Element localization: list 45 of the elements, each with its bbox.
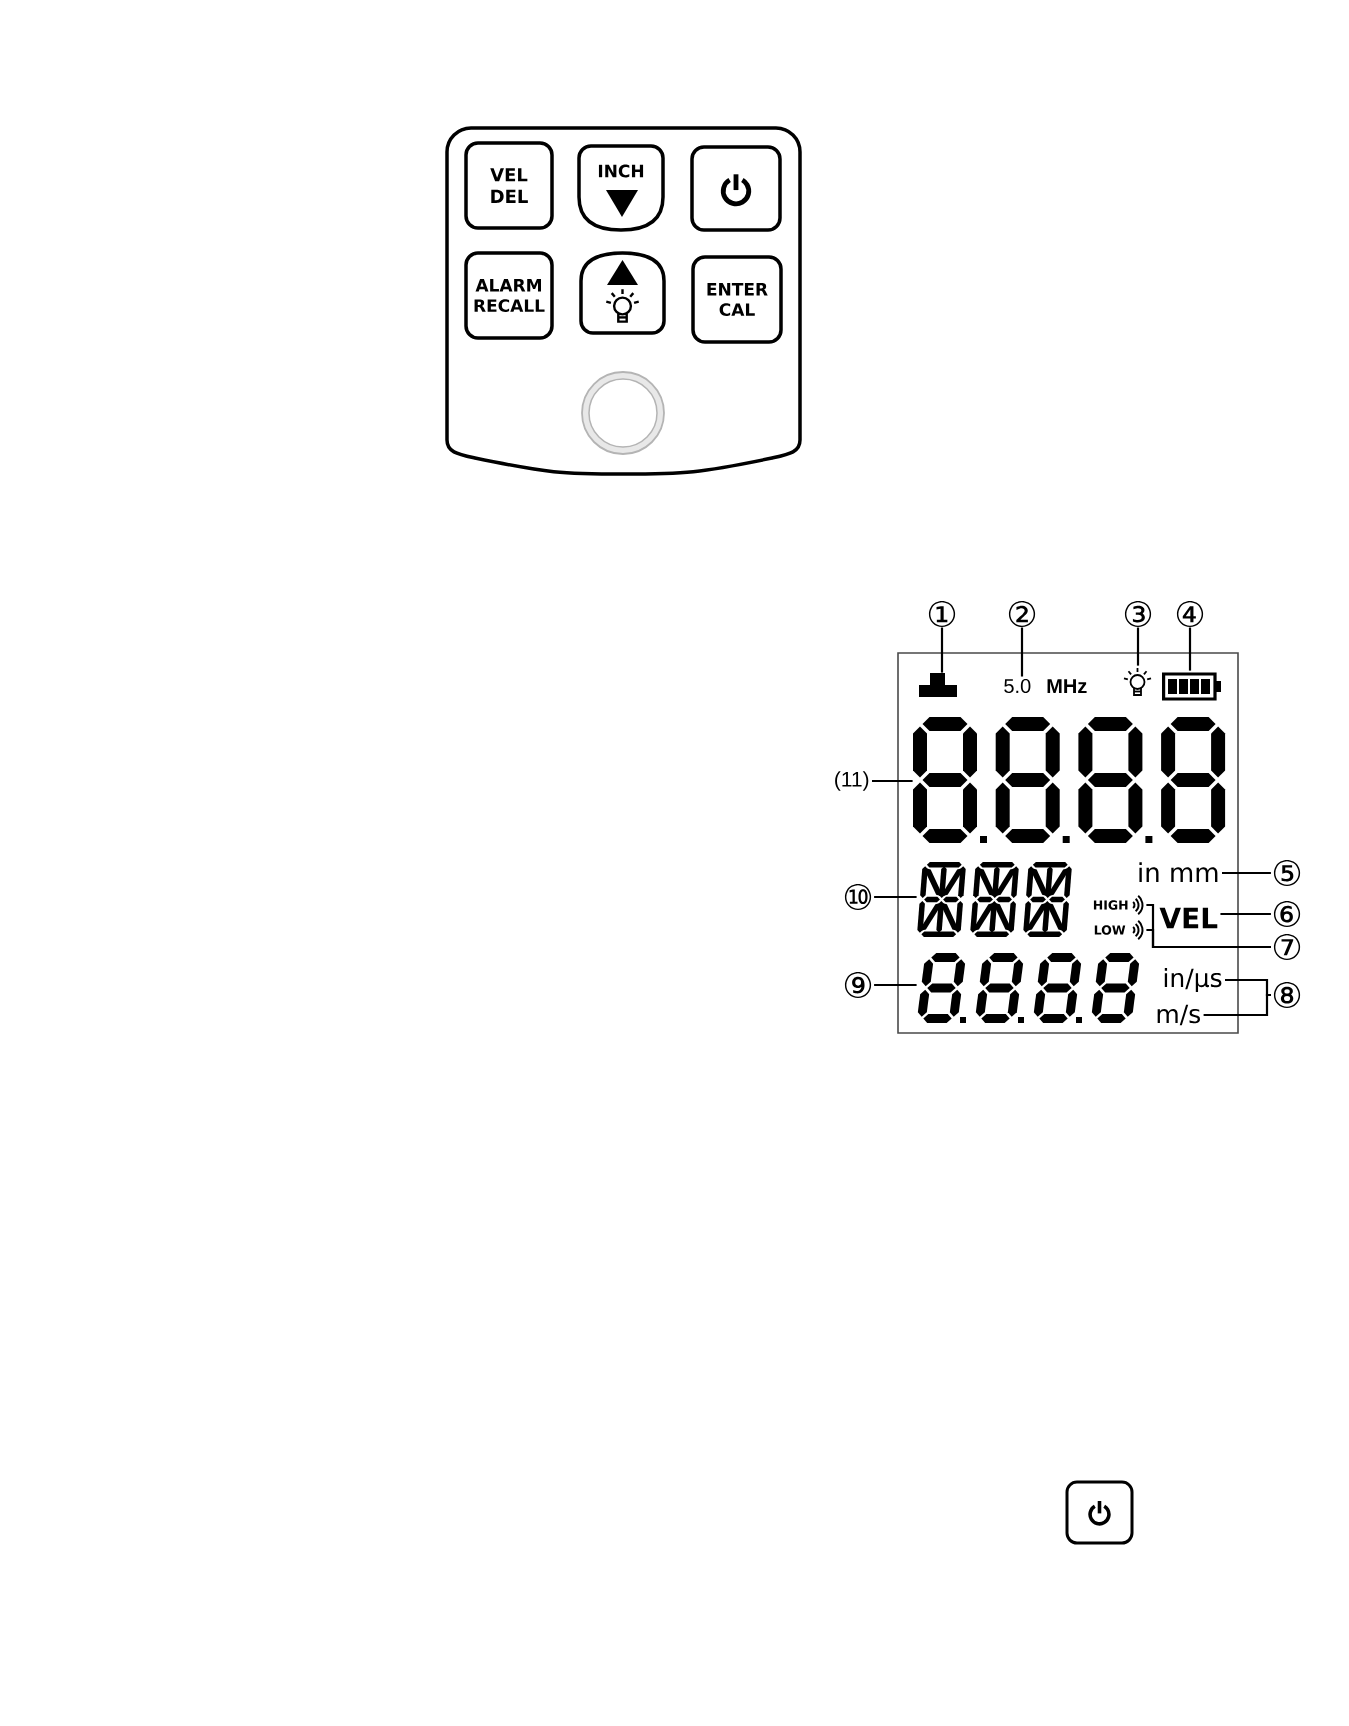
callout-number: ④ — [1176, 600, 1204, 628]
leader-line — [874, 983, 917, 987]
leader-line — [1020, 627, 1024, 677]
round-button — [581, 371, 665, 455]
sound-wave-icon — [1132, 919, 1144, 941]
display-text: LOW — [1094, 925, 1126, 935]
lcd-screen — [897, 652, 1239, 1034]
keypad-panel — [445, 126, 802, 476]
callout-number: ⑦ — [1273, 933, 1301, 961]
leader-line — [1222, 871, 1271, 875]
display-text: VEL — [1159, 907, 1218, 929]
key-button: VEL DEL — [464, 141, 554, 230]
segment-digits — [917, 953, 1140, 1023]
key-button: ALARM RECALL — [464, 251, 554, 340]
bulb-icon — [1123, 667, 1152, 696]
callout-number: ⑩ — [844, 883, 872, 911]
display-text: m/s — [1157, 1004, 1200, 1026]
leader-line — [872, 779, 913, 783]
segment-digits — [913, 717, 1226, 843]
segment-characters — [917, 862, 1072, 937]
display-text: HIGH — [1093, 900, 1128, 910]
display-text: in mm — [1139, 862, 1218, 882]
leader-line — [1225, 978, 1271, 997]
display-text: 5.0 MHz — [1004, 678, 1087, 694]
sound-wave-icon — [1132, 894, 1144, 916]
leader-line — [1146, 928, 1271, 949]
callout-number: ⑨ — [844, 971, 872, 999]
leader-line — [1136, 627, 1140, 666]
callout-number: ① — [928, 600, 956, 628]
callout-number: ⑥ — [1273, 900, 1301, 928]
key-button: INCH — [577, 144, 665, 232]
leader-line — [1220, 912, 1271, 916]
display-text: in/μs — [1164, 967, 1222, 993]
battery-icon — [1162, 672, 1221, 701]
probe-icon — [919, 673, 957, 697]
leader-line — [1203, 993, 1271, 1017]
callout-number: (11) — [835, 771, 869, 791]
callout-number: ⑧ — [1273, 981, 1301, 1009]
leader-line — [940, 627, 944, 673]
callout-number: ③ — [1124, 600, 1152, 628]
leader-line — [1188, 627, 1192, 671]
leader-line — [874, 895, 917, 899]
key-button: ENTER CAL — [691, 255, 783, 344]
callout-number: ② — [1008, 600, 1036, 628]
callout-number: ⑤ — [1273, 859, 1301, 887]
